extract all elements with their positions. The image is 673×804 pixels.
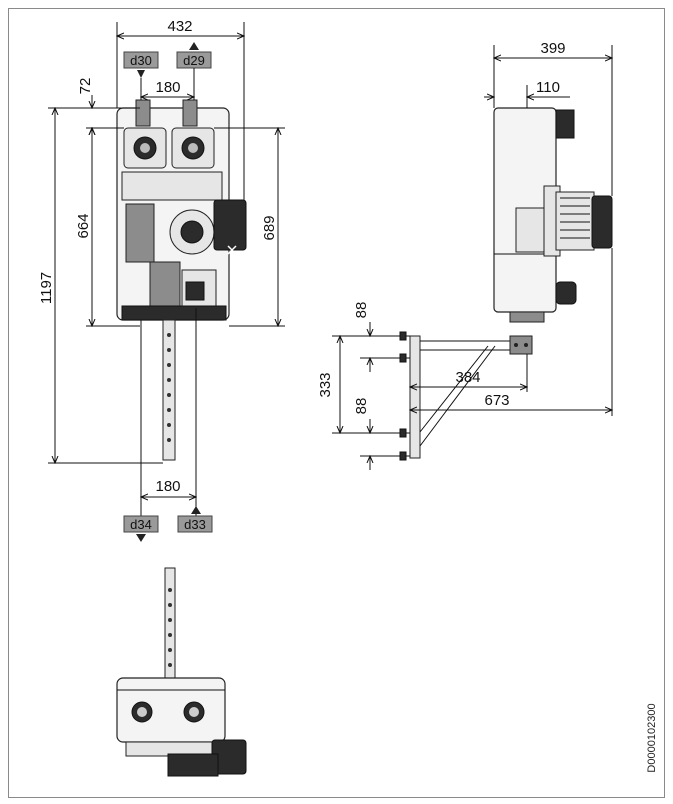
dim-side-depth: 399 [540,40,565,57]
drawing-code: D0000102300 [646,703,658,772]
dim-bracket-upper-spacing: 88 [353,302,370,319]
dim-front-top-offset: 72 [77,78,94,95]
wall-bolts [382,331,410,461]
dim-front-width: 432 [167,18,192,35]
dim-bracket-total-length: 673 [484,392,509,409]
arrow-down-icon [137,70,145,78]
arrow-up-icon [191,506,201,514]
dim-side-offset: 110 [536,79,560,96]
side-view: 399 110 [317,40,612,470]
dim-front-total-height: 1197 [38,272,55,304]
tag-d30: d30 [130,53,152,68]
drawing-frame [8,8,665,798]
front-view: 432 d30 d29 180 72 664 1197 689 [38,18,285,542]
dim-front-top-spacing: 180 [155,79,180,96]
rail-holes [167,333,171,442]
bottom-view [116,567,247,777]
arrow-down-icon [136,534,146,542]
dim-bracket-lower-spacing: 88 [353,398,370,415]
dim-bracket-height: 333 [317,372,334,397]
dim-bracket-arm-length: 384 [455,369,480,386]
tag-d33: d33 [184,517,206,532]
dim-front-bottom-spacing: 180 [155,478,180,495]
dim-front-right-height: 689 [261,215,278,240]
tag-d34: d34 [130,517,152,532]
arrow-up-icon [189,42,199,50]
wall-bracket [409,335,533,459]
motor-fins [560,197,590,239]
dim-front-inner-height: 664 [75,213,92,238]
tag-d29: d29 [183,53,205,68]
